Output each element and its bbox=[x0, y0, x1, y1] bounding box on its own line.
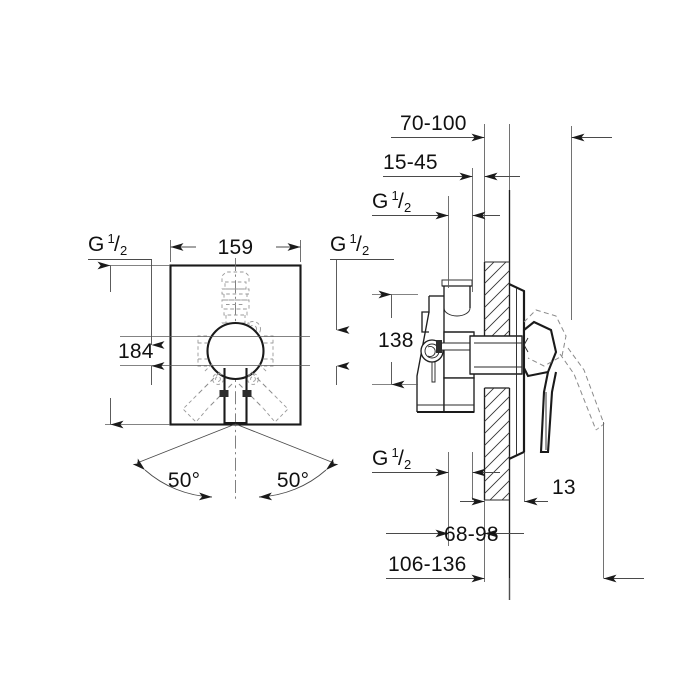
dim-68-98-group: 68-98 bbox=[386, 523, 524, 546]
dim-138-label: 138 bbox=[378, 329, 414, 352]
concealed-valve-body bbox=[416, 279, 523, 414]
dim-70-100-group: 70-100 bbox=[391, 112, 485, 142]
angle-right-label: 50° bbox=[277, 469, 309, 492]
front-valve-cartridge-circle bbox=[206, 321, 265, 381]
dim-184-group: 184 bbox=[97, 261, 170, 429]
lever-handle-alternate-position bbox=[523, 309, 605, 431]
front-fitting-left bbox=[219, 390, 229, 397]
front-port-bosses-horizontal bbox=[197, 335, 274, 367]
dim-159-label: 159 bbox=[218, 236, 254, 259]
side-view-group: 70-100 15-45 G1/2 138 G1/2 bbox=[372, 112, 644, 600]
side-extension-lines bbox=[448, 124, 604, 600]
front-view-group: 159 184 G1/2 G1/2 bbox=[88, 231, 394, 501]
dim-106-136-group: 106-136 bbox=[386, 553, 485, 583]
lever-handle bbox=[522, 320, 558, 454]
dim-138-group: 138 bbox=[372, 290, 418, 389]
angle-left-label: 50° bbox=[168, 469, 200, 492]
dim-15-45-label: 15-45 bbox=[383, 151, 438, 174]
dim-159-group: 159 bbox=[170, 236, 301, 262]
front-fitting-right bbox=[242, 390, 252, 397]
angle-dim-group: 50° 50° bbox=[132, 423, 339, 501]
escutcheon-plate bbox=[508, 283, 526, 460]
dim-15-45-group: 15-45 bbox=[383, 151, 520, 181]
handle-projection-arrows bbox=[571, 133, 644, 583]
front-valve-hidden-detail bbox=[221, 271, 261, 337]
dim-184-label: 184 bbox=[118, 340, 154, 363]
dim-13-label: 13 bbox=[552, 476, 576, 499]
dim-13-group: 13 bbox=[460, 476, 576, 506]
dim-106-136-label: 106-136 bbox=[388, 553, 466, 576]
dim-68-98-label: 68-98 bbox=[444, 523, 499, 546]
dim-70-100-label: 70-100 bbox=[400, 112, 467, 135]
